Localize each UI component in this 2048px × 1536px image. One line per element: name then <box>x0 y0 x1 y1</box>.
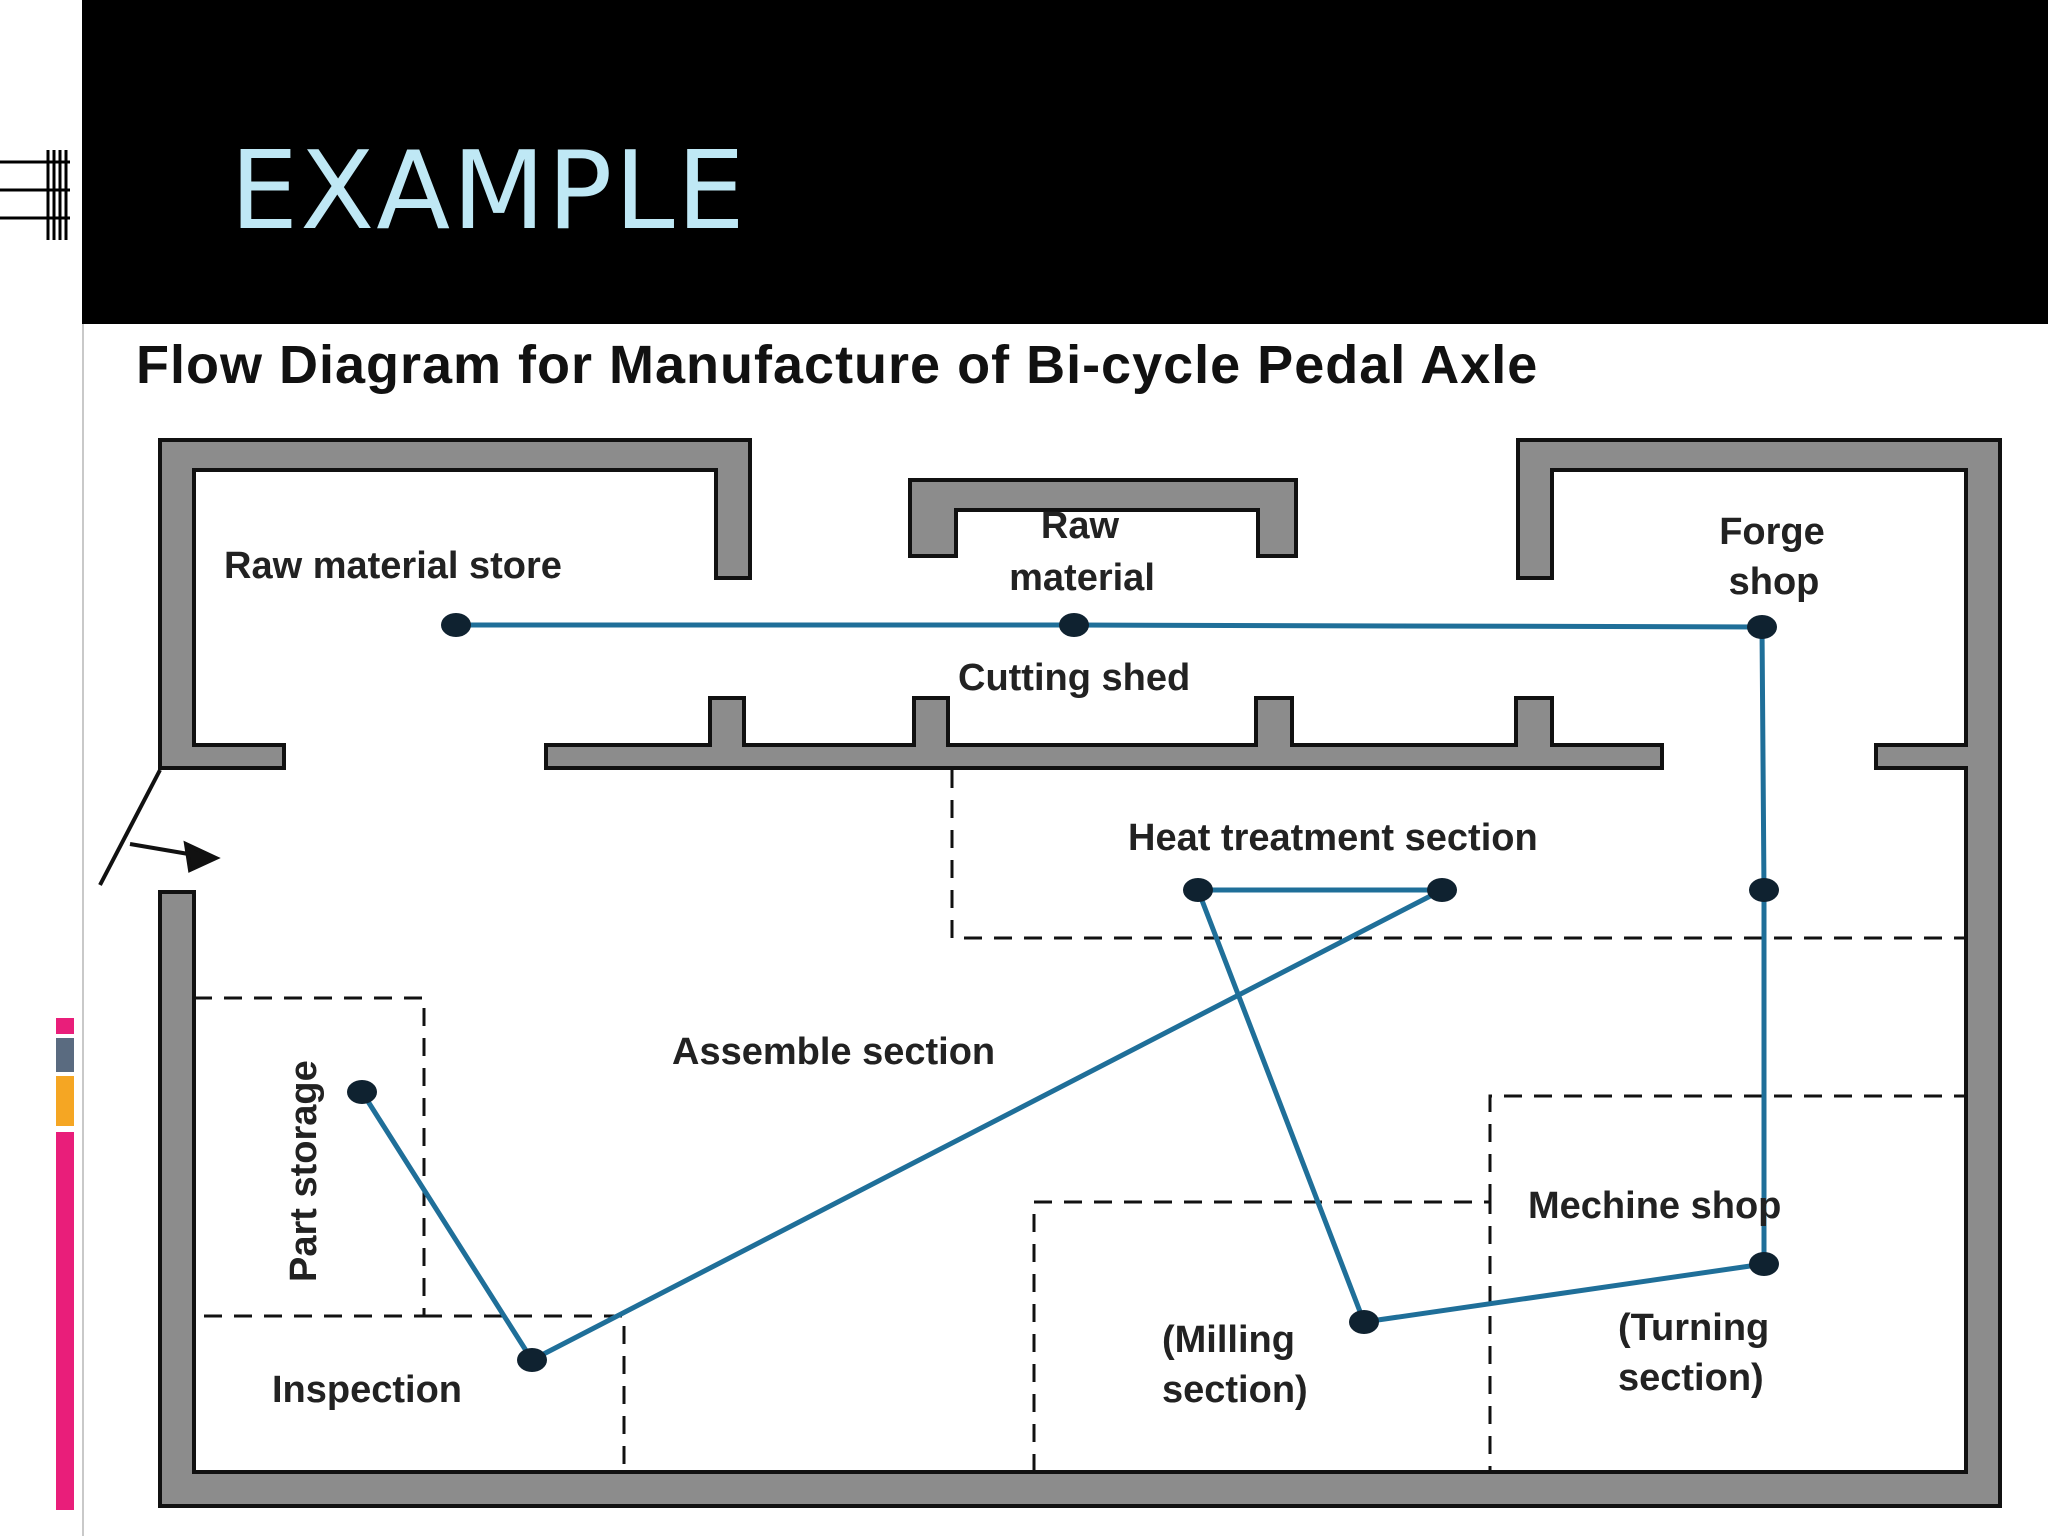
wall-top-right <box>158 438 2002 1508</box>
node-heat-mid <box>1427 878 1457 902</box>
node-raw-material-store <box>441 613 471 637</box>
inspection-outline <box>424 1314 626 1472</box>
node-part-storage <box>347 1080 377 1104</box>
accent-orange <box>56 1076 74 1126</box>
decor-lines-icon <box>0 150 70 240</box>
label-raw-material-1: Raw <box>1041 505 1120 547</box>
accent-pink <box>56 1132 74 1510</box>
diagram-area <box>84 324 2048 1536</box>
label-turning-1: (Turning <box>1618 1307 1769 1349</box>
wall-raw-material <box>908 478 1298 558</box>
label-mechine-shop: Mechine shop <box>1528 1185 1781 1227</box>
label-assemble-section: Assemble section <box>672 1031 995 1073</box>
label-milling-1: (Milling <box>1162 1319 1295 1361</box>
accent-pink-top <box>56 1018 74 1034</box>
label-inspection: Inspection <box>272 1369 462 1411</box>
diagram-title: Flow Diagram for Manufacture of Bi-cycle… <box>136 335 1539 395</box>
node-raw-material <box>1059 613 1089 637</box>
label-heat-treatment: Heat treatment section <box>1128 817 1538 859</box>
label-forge-shop-2: shop <box>1729 561 1820 603</box>
node-heat-left <box>1183 878 1213 902</box>
walls <box>158 438 2002 1508</box>
heat-treatment-outline <box>950 770 1966 940</box>
milling-outline <box>1032 1200 1492 1472</box>
accent-slate <box>56 1038 74 1072</box>
node-forge-shop <box>1747 615 1777 639</box>
entrance-door-icon <box>98 769 221 886</box>
node-heat-right <box>1749 878 1779 902</box>
label-cutting-shed: Cutting shed <box>958 657 1190 699</box>
label-turning-2: section) <box>1618 1357 1764 1399</box>
section-outlines <box>194 770 1966 1472</box>
label-forge-shop-1: Forge <box>1719 511 1825 553</box>
left-decor-strip <box>0 0 84 1536</box>
wall-top-left <box>158 438 752 770</box>
label-raw-material-2: material <box>1009 557 1155 599</box>
node-milling <box>1349 1310 1379 1334</box>
wall-cutting-shed <box>544 696 1664 770</box>
label-part-storage: Part storage <box>283 1060 325 1282</box>
flow-nodes <box>347 613 1779 1372</box>
slide-title: EXAMPLE <box>230 129 747 254</box>
node-inspection <box>517 1348 547 1372</box>
machine-shop-outline <box>1488 1094 1966 1202</box>
part-storage-outline <box>194 996 426 1318</box>
header-bar <box>82 0 2048 324</box>
label-raw-material-store: Raw material store <box>224 545 562 587</box>
node-turning <box>1749 1252 1779 1276</box>
flow-lines <box>359 622 1767 1363</box>
flow-path <box>359 622 1767 1363</box>
label-milling-2: section) <box>1162 1369 1308 1411</box>
